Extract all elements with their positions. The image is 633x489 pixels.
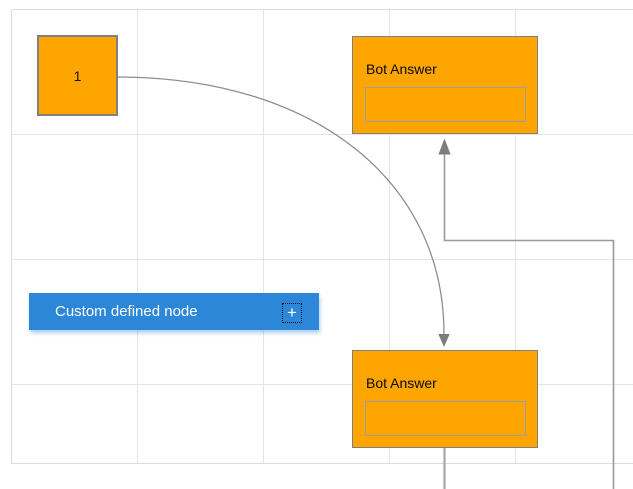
node-bot-answer-top-input[interactable]	[365, 87, 526, 122]
node-start-square[interactable]: 1	[37, 35, 118, 116]
node-start-square-label: 1	[73, 67, 82, 84]
arrowhead-down-icon	[438, 334, 450, 347]
add-icon[interactable]: +	[282, 303, 302, 323]
node-custom-defined-label: Custom defined node	[55, 303, 198, 320]
node-bot-answer-bottom-input[interactable]	[365, 401, 526, 436]
node-bot-answer-bottom-title: Bot Answer	[366, 375, 437, 391]
node-bot-answer-top-title: Bot Answer	[366, 61, 437, 77]
node-bot-answer-bottom[interactable]: Bot Answer	[352, 350, 538, 448]
node-bot-answer-top[interactable]: Bot Answer	[352, 36, 538, 134]
node-custom-defined[interactable]: Custom defined node +	[29, 293, 319, 330]
connector-orthogonal[interactable]	[438, 138, 615, 489]
connector-curved[interactable]	[116, 76, 450, 347]
arrowhead-up-icon	[438, 138, 451, 155]
